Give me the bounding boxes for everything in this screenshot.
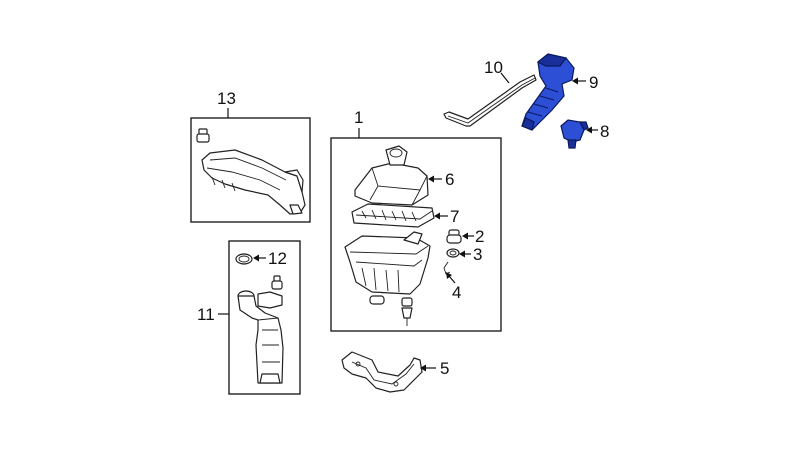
callout-12[interactable]: 12 [268,249,287,268]
part-1-group: 1 6 7 [330,108,502,332]
callout-9[interactable]: 9 [589,73,598,92]
part-10-hose [443,74,537,127]
part-2-grommet [446,229,462,244]
callout-4[interactable]: 4 [452,283,461,302]
part-5-bracket [341,351,423,393]
part-12-ring [235,253,253,265]
part-6-cover [354,145,429,206]
part-11-clip [271,275,283,290]
part-11-box [228,240,301,395]
part-11-resonator [237,290,284,384]
part-3-bushing [446,248,460,258]
callout-11[interactable]: 11 [197,305,215,324]
part-1-lower-case [344,231,431,326]
callout-8[interactable]: 8 [600,122,609,141]
part-8-sensor [560,119,589,149]
callout-13[interactable]: 13 [217,89,236,108]
part-11-group: 11 12 [197,240,301,395]
callout-1[interactable]: 1 [354,108,363,127]
part-4-clip [443,261,451,275]
part-13-group: 13 [190,89,311,223]
part-1-box [330,137,502,332]
part-13-duct [201,149,306,215]
callout-5[interactable]: 5 [440,359,449,378]
callout-10[interactable]: 10 [484,58,503,77]
part-13-box [190,117,311,223]
callout-6[interactable]: 6 [445,170,454,189]
callout-7[interactable]: 7 [450,207,459,226]
part-7-filter [351,203,435,228]
callout-2[interactable]: 2 [475,227,484,246]
part-9-intake-hose [521,53,575,131]
callout-3[interactable]: 3 [473,245,482,264]
part-13-clip [196,128,210,143]
